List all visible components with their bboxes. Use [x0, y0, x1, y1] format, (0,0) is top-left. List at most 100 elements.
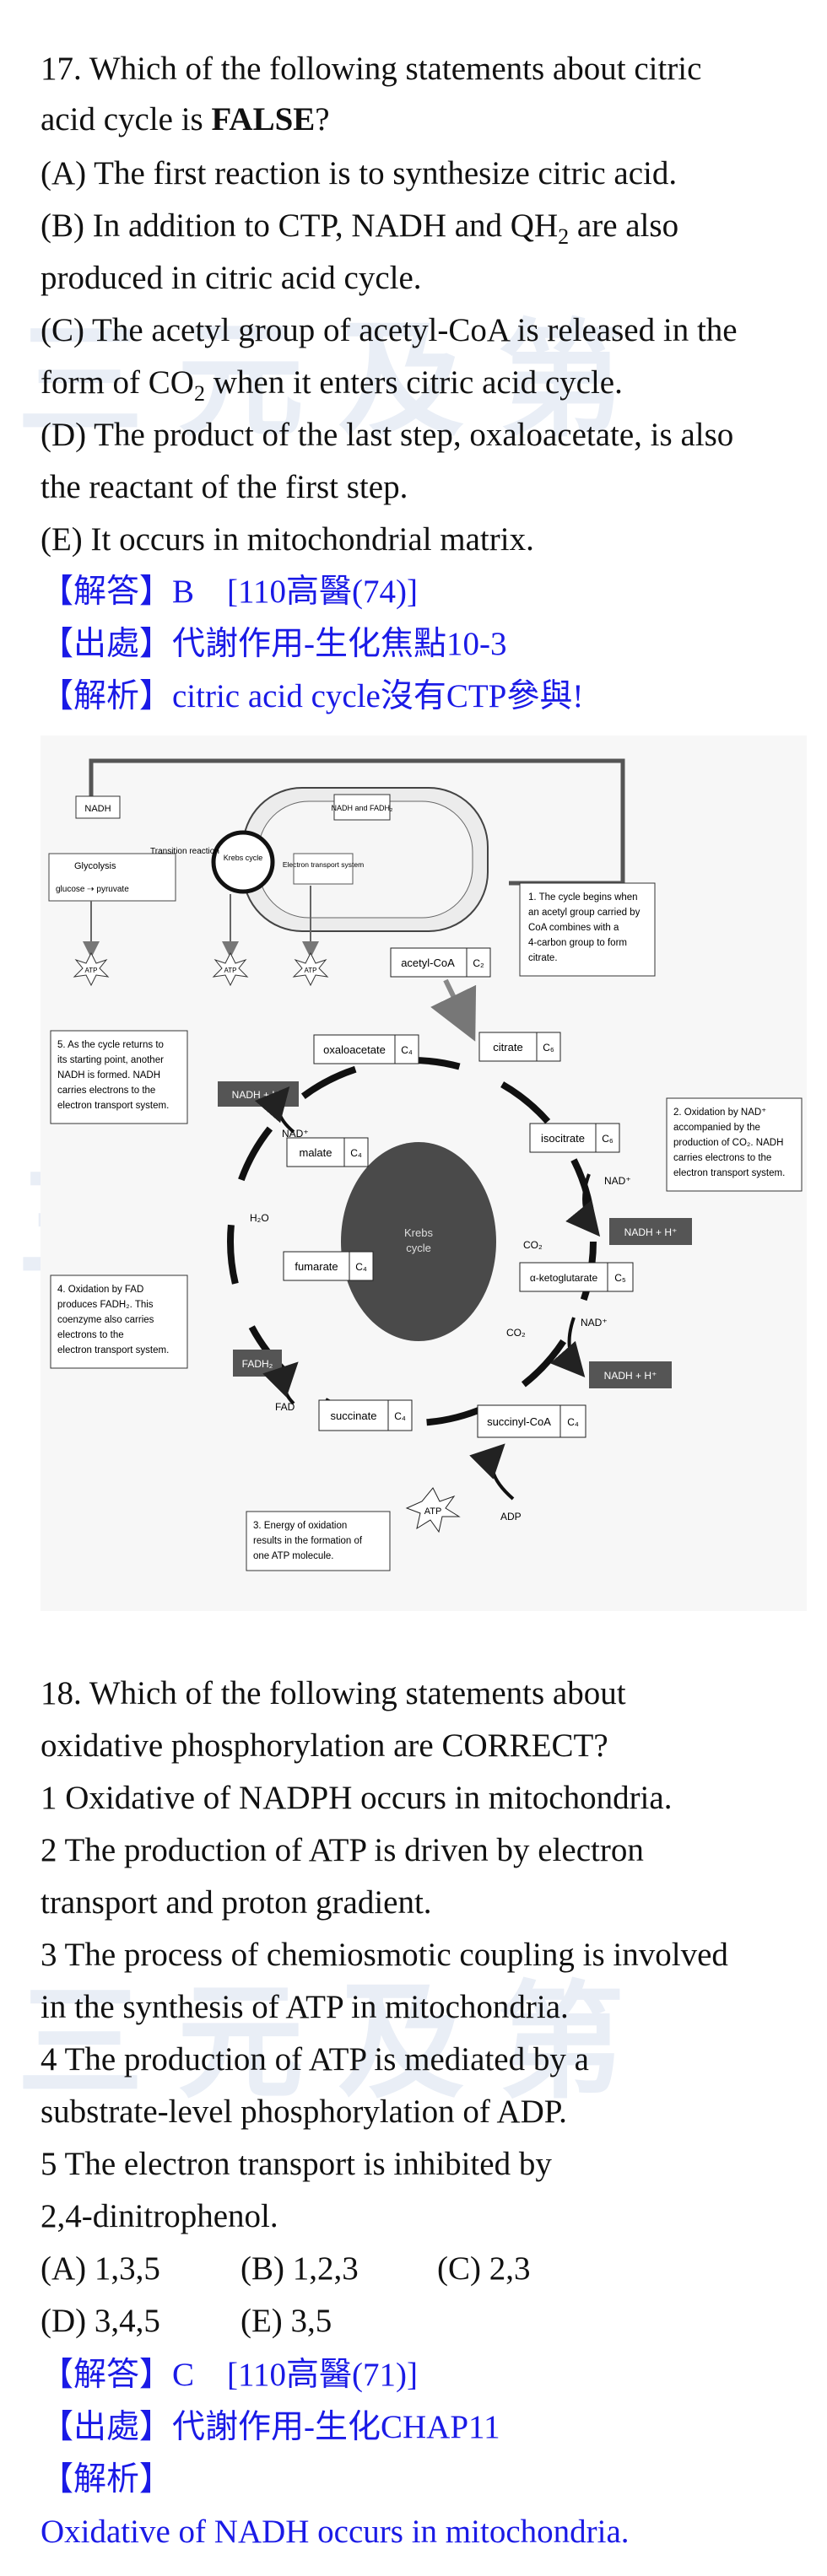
- svg-text:malate: malate: [299, 1146, 332, 1159]
- q18-option-b: (B) 1,2,3: [241, 2250, 359, 2287]
- q18-option-d: (D) 3,4,5: [41, 2303, 160, 2339]
- oxaloacetate-box: oxaloacetate C₄: [313, 1034, 419, 1064]
- atp-burst-3: ATP: [292, 951, 329, 987]
- krebs-center: [341, 1142, 496, 1341]
- watermark: 三元及第: [17, 1970, 659, 2116]
- overview-diagram: NADH Krebs cycle Electron transport syst…: [48, 758, 625, 987]
- svg-text:ATP: ATP: [424, 1506, 442, 1517]
- top-nadh-label: NADH: [84, 804, 111, 814]
- nadh-fadh-box: [333, 794, 391, 821]
- q18-statement-3-line1: 3 The process of chemiosmotic coupling i…: [41, 1937, 728, 1973]
- co2-label-2: CO₂: [506, 1327, 526, 1339]
- svg-text:ATP: ATP: [85, 967, 98, 974]
- nad-arrow-1: [565, 1173, 601, 1237]
- q18-option-a: (A) 1,3,5: [41, 2250, 160, 2287]
- q17-stem-false: FALSE: [211, 101, 316, 137]
- svg-text:C₄: C₄: [350, 1147, 362, 1159]
- svg-text:citrate.: citrate.: [528, 953, 558, 963]
- svg-text:C₄: C₄: [355, 1261, 367, 1273]
- q17-option-d-line2: the reactant of the first step.: [41, 469, 408, 505]
- svg-text:C₂: C₂: [473, 957, 484, 969]
- q18-explanation-label: 【解析】: [41, 2461, 173, 2498]
- svg-text:carries electrons to the: carries electrons to the: [57, 1086, 155, 1096]
- note-3: 3. Energy of oxidation results in the fo…: [246, 1511, 391, 1571]
- note-2: 2. Oxidation by NAD⁺ accompanied by the …: [666, 1097, 803, 1192]
- svg-text:coenzyme also carries: coenzyme also carries: [57, 1315, 154, 1325]
- svg-text:accompanied by the: accompanied by the: [673, 1123, 760, 1133]
- q18-answer: 【解答】C [110高醫(71)]: [41, 2357, 419, 2393]
- svg-text:results in the formation of: results in the formation of: [253, 1536, 363, 1546]
- svg-text:electron transport system.: electron transport system.: [57, 1345, 169, 1355]
- akg-box: α-ketoglutarate C₅: [519, 1262, 634, 1292]
- svg-text:one ATP molecule.: one ATP molecule.: [253, 1551, 333, 1561]
- watermark: 三元及第: [17, 308, 659, 455]
- svg-text:C₄: C₄: [567, 1416, 579, 1428]
- q17-option-c-sub: 2: [193, 380, 205, 406]
- q18-option-c: (C) 2,3: [437, 2250, 531, 2287]
- q18-statement-4-line2: substrate-level phosphorylation of ADP.: [41, 2094, 567, 2130]
- succinylcoa-box: succinyl-CoA C₄: [477, 1404, 586, 1438]
- center-label-2: cycle: [406, 1242, 431, 1254]
- svg-text:C₆: C₆: [543, 1042, 554, 1054]
- q18-statement-2-line1: 2 The production of ATP is driven by ele…: [41, 1832, 644, 1868]
- svg-text:oxaloacetate: oxaloacetate: [323, 1043, 386, 1056]
- svg-text:5. As the cycle returns to: 5. As the cycle returns to: [57, 1040, 164, 1050]
- svg-text:an acetyl group carried by: an acetyl group carried by: [528, 908, 641, 918]
- q17-option-b-sub: 2: [558, 224, 570, 249]
- top-nadh-box: [75, 795, 121, 819]
- q17-explanation: 【解析】citric acid cycle沒有CTP參與!: [41, 678, 584, 714]
- q17-stem-line2: acid cycle is FALSE?: [41, 94, 330, 145]
- svg-text:acetyl-CoA: acetyl-CoA: [401, 957, 455, 969]
- nadh-fadh-label: NADH and FADH₂: [331, 804, 393, 812]
- svg-text:C₄: C₄: [394, 1410, 406, 1422]
- q17-option-a: (A) The first reaction is to synthesize …: [41, 155, 678, 191]
- q17-option-b-line1: (B) In addition to CTP, NADH and QH2 are…: [41, 201, 678, 262]
- svg-text:ATP: ATP: [305, 967, 317, 974]
- glycolysis-label: Glycolysis: [74, 861, 116, 871]
- small-krebs-circle: [211, 830, 275, 894]
- svg-text:CoA combines with a: CoA combines with a: [528, 923, 619, 933]
- nadh-label-1: NADH + H⁺: [624, 1226, 678, 1238]
- fadh2-label: FADH₂: [242, 1358, 273, 1370]
- nadh-label-2: NADH + H⁺: [604, 1370, 657, 1382]
- svg-text:NADH is formed. NADH: NADH is formed. NADH: [57, 1070, 160, 1081]
- svg-text:3. Energy of oxidation: 3. Energy of oxidation: [253, 1521, 347, 1531]
- q17-option-b-text: (B) In addition to CTP, NADH and QH: [41, 207, 559, 244]
- svg-text:succinyl-CoA: succinyl-CoA: [487, 1415, 551, 1428]
- note-5: 5. As the cycle returns to its starting …: [50, 1030, 188, 1124]
- atp-burst-1: ATP: [73, 951, 110, 987]
- transition-label: Transition reaction: [150, 847, 219, 856]
- adp-label: ADP: [500, 1511, 522, 1522]
- svg-text:electron transport system.: electron transport system.: [673, 1168, 785, 1178]
- nad-label-left: NAD⁺: [282, 1128, 309, 1140]
- citrate-box: citrate C₆: [478, 1032, 561, 1062]
- h2o-label: H₂O: [250, 1212, 269, 1224]
- svg-text:4. Oxidation by FAD: 4. Oxidation by FAD: [57, 1285, 143, 1295]
- q17-option-c-line2: form of CO2 when it enters citric acid c…: [41, 358, 623, 419]
- q18-statement-3-line2: in the synthesis of ATP in mitochondria.: [41, 1989, 569, 2025]
- svg-text:electrons to the: electrons to the: [57, 1330, 124, 1340]
- svg-text:C₆: C₆: [602, 1133, 613, 1145]
- q18-stem-line2: oxidative phosphorylation are CORRECT?: [41, 1727, 608, 1764]
- svg-text:2. Oxidation by NAD⁺: 2. Oxidation by NAD⁺: [673, 1107, 766, 1118]
- q17-option-b-text2: are also: [569, 207, 679, 244]
- svg-text:citrate: citrate: [493, 1041, 522, 1054]
- nad-label-2: NAD⁺: [581, 1317, 608, 1328]
- q17-stem-line1: 17. Which of the following statements ab…: [41, 51, 702, 87]
- fad-arrow: [262, 1361, 299, 1405]
- atp-burst-main: ATP: [405, 1487, 461, 1533]
- q18-statement-4-line1: 4 The production of ATP is mediated by a: [41, 2041, 589, 2078]
- q17-option-d-line1: (D) The product of the last step, oxaloa…: [41, 417, 734, 453]
- glycolysis-box: [48, 853, 176, 902]
- adp-arrow: [469, 1443, 515, 1501]
- nadh-box-1: [609, 1218, 692, 1245]
- q17-option-e: (E) It occurs in mitochondrial matrix.: [41, 521, 534, 558]
- q18-stem-line1: 18. Which of the following statements ab…: [41, 1675, 626, 1711]
- nadh-box-2: [589, 1361, 672, 1388]
- ets-label: Electron transport system: [283, 860, 364, 869]
- nadh-label-left: NADH + H⁺: [232, 1089, 285, 1101]
- glucose-pyruvate-label: glucose ⇢ pyruvate: [56, 885, 129, 894]
- note-4: 4. Oxidation by FAD produces FADH₂. This…: [50, 1275, 188, 1369]
- q17-source: 【出處】代謝作用-生化焦點10-3: [41, 626, 507, 662]
